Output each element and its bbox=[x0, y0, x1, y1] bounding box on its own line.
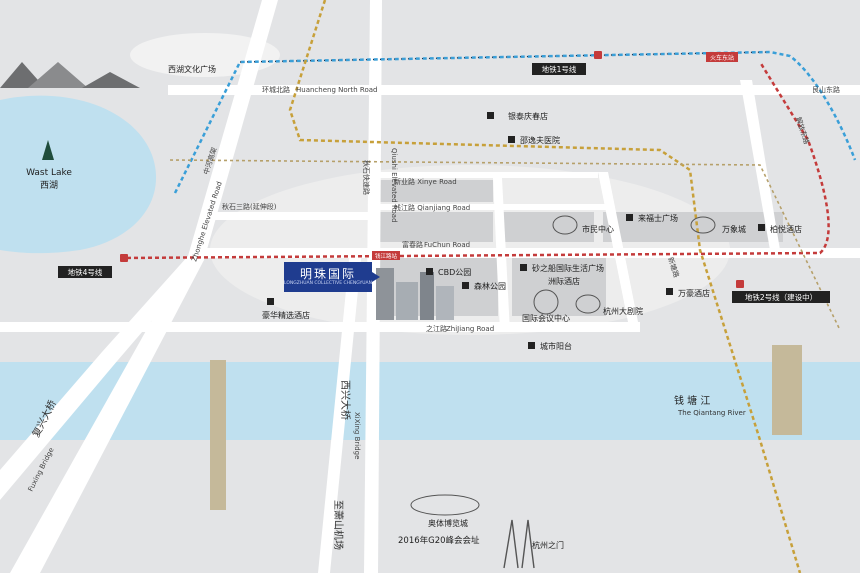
poi-grand-theatre: 杭州大剧院 bbox=[603, 306, 643, 316]
road-fuchun: 富春路 bbox=[402, 240, 423, 249]
poi-hotel-haohua-icon bbox=[267, 298, 274, 305]
station-fuchun-bg bbox=[372, 251, 400, 260]
poi-mixc: 万象城 bbox=[722, 224, 746, 234]
poi-hotel-haohua: 豪华精选酒店 bbox=[262, 310, 310, 320]
project-highlight-box: 明珠国际 LONGZHUAN COLLECTIVE CHENGYUAN bbox=[284, 262, 372, 292]
lake-name-en: Wast Lake bbox=[26, 168, 72, 178]
metro-station-icons bbox=[120, 51, 744, 288]
horizontal-roads bbox=[0, 85, 860, 332]
metro-line-1 bbox=[173, 50, 857, 194]
conference-sphere-icon bbox=[533, 289, 559, 315]
lake-name-cn: 西湖 bbox=[40, 180, 58, 191]
poi-senlin-park-icon bbox=[462, 282, 469, 289]
bridge-column-left bbox=[210, 360, 226, 510]
expo-stadium-icon bbox=[410, 494, 480, 516]
road-xixing-bridge-en: XiXing Bridge bbox=[353, 412, 361, 459]
project-subtitle: LONGZHUAN COLLECTIVE CHENGYUAN bbox=[284, 281, 372, 286]
metro-line-4 bbox=[119, 61, 830, 260]
river-name-cn: 钱 塘 江 bbox=[674, 394, 710, 407]
poi-g20: 2016年G20峰会会址 bbox=[398, 535, 480, 546]
road-qiushi-en: Qiushi Elevated Road bbox=[390, 148, 398, 223]
metro-line-1-dark bbox=[239, 51, 771, 63]
road-qianjiang: 钱江路 Qianjiang Road bbox=[394, 203, 470, 212]
poi-senlin-park: 森林公园 bbox=[474, 281, 506, 291]
metro-line-ext bbox=[169, 159, 841, 331]
road-zhijiang: 之江路 bbox=[426, 324, 447, 333]
metro-tag-line4: 地铁4号线 bbox=[68, 267, 103, 277]
poi-sandbar: 砂之船国际生活广场 bbox=[532, 263, 604, 273]
highlight-pointer bbox=[372, 272, 380, 282]
civic-center-icon bbox=[552, 215, 578, 235]
road-zhijiang-en: ZhiJiang Road bbox=[446, 325, 494, 333]
grand-theatre-icon bbox=[575, 294, 601, 314]
poi-yintai-icon bbox=[487, 112, 494, 119]
project-title: 明珠国际 bbox=[299, 267, 356, 281]
poi-expo: 奥体博览城 bbox=[428, 518, 468, 528]
poi-cbd-park-icon bbox=[426, 268, 433, 275]
culture-glow bbox=[130, 33, 280, 77]
poi-marriott-icon bbox=[666, 288, 673, 295]
poi-hangzhou-gate: 杭州之门 bbox=[532, 540, 564, 550]
poi-raffles-icon bbox=[626, 214, 633, 221]
poi-west-culture-square: 西湖文化广场 bbox=[168, 64, 216, 74]
poi-shaoyifu-icon bbox=[508, 136, 515, 143]
road-xinye: 新业路 Xinye Road bbox=[394, 177, 457, 186]
poi-city-balcony-icon bbox=[528, 342, 535, 349]
metro-line-2 bbox=[288, 0, 802, 573]
west-lake bbox=[0, 95, 157, 254]
metro-tag-line2-bg bbox=[732, 291, 830, 303]
mountain-left bbox=[0, 62, 45, 88]
metro-tag-line1: 地铁1号线 bbox=[542, 64, 577, 74]
poi-yintai: 银泰庆春店 bbox=[508, 111, 548, 121]
poi-sandbar-icon bbox=[520, 264, 527, 271]
mountain-right bbox=[82, 72, 140, 88]
road-qiushi: 秋石快速路 bbox=[362, 160, 371, 195]
cbd-towers bbox=[376, 268, 454, 320]
road-genshan-east: 艮山东路 bbox=[812, 85, 840, 94]
poi-intercontinental: 洲际酒店 bbox=[548, 276, 580, 286]
metro-tag-line2: 地铁2号线（建设中） bbox=[745, 292, 817, 302]
poi-park-hyatt-icon bbox=[758, 224, 765, 231]
road-huancheng-north: 环城北路 bbox=[262, 85, 290, 94]
hangzhou-gate-icon bbox=[503, 519, 535, 569]
road-qiutao: 秋石三路(延伸段) bbox=[222, 202, 277, 211]
poi-city-balcony: 城市阳台 bbox=[540, 341, 572, 351]
road-airport: 至萧山机场 bbox=[332, 500, 345, 550]
mountain-mid bbox=[28, 62, 88, 88]
station-fuchun: 钱江路站 bbox=[375, 252, 398, 260]
station-huochezhan: 火车东站 bbox=[710, 54, 734, 62]
poi-raffles: 来福士广场 bbox=[638, 213, 678, 223]
poi-civic-center: 市民中心 bbox=[582, 224, 614, 234]
poi-marriott: 万豪酒店 bbox=[678, 288, 710, 298]
poi-cbd-park: CBD公园 bbox=[438, 268, 471, 277]
pagoda-icon bbox=[42, 140, 54, 160]
mixc-icon bbox=[690, 216, 716, 234]
metro-tag-line4-bg bbox=[58, 266, 112, 278]
bridge-column-right bbox=[772, 345, 802, 435]
station-huochezhan-bg bbox=[706, 52, 738, 62]
poi-park-hyatt: 柏悦酒店 bbox=[770, 224, 802, 234]
river-name-en: The Qiantang River bbox=[677, 409, 746, 417]
road-huancheng-north-en: Huancheng North Road bbox=[296, 86, 378, 94]
poi-shaoyifu: 邵逸夫医院 bbox=[520, 135, 560, 145]
metro-tag-line1-bg bbox=[532, 63, 586, 75]
road-xixing-bridge: 西兴大桥 bbox=[339, 380, 352, 420]
poi-conference-center: 国际会议中心 bbox=[522, 313, 570, 323]
road-fuchun-en: FuChun Road bbox=[424, 241, 470, 249]
